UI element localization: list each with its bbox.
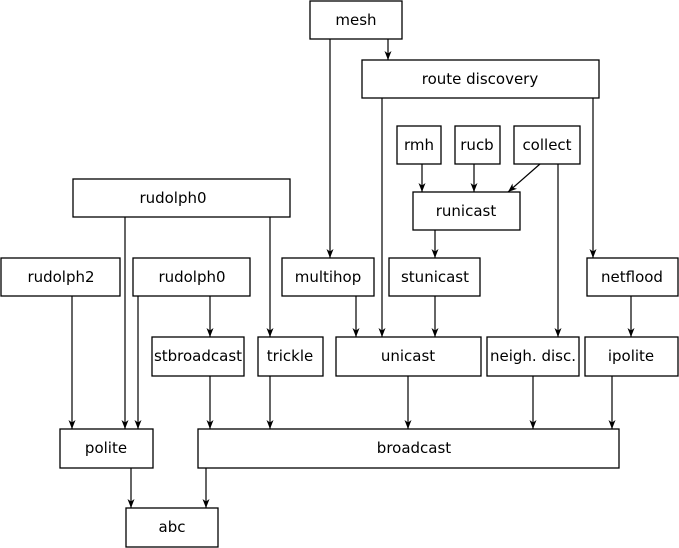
node-label: multihop xyxy=(295,268,362,286)
node-netflood: netflood xyxy=(586,257,679,297)
edges-layer xyxy=(68,39,635,508)
node-label: rudolph0 xyxy=(158,268,225,286)
node-mesh: mesh xyxy=(309,0,403,40)
node-label: collect xyxy=(522,136,571,154)
node-label: mesh xyxy=(335,11,376,29)
node-label: route discovery xyxy=(422,70,539,88)
node-unicast: unicast xyxy=(335,336,482,377)
node-collect: collect xyxy=(513,125,581,165)
node-label: netflood xyxy=(601,268,663,286)
node-label: runicast xyxy=(436,202,497,220)
node-label: broadcast xyxy=(377,439,452,457)
node-label: ipolite xyxy=(608,347,654,365)
node-rudolph2: rudolph2 xyxy=(0,257,121,297)
node-label: abc xyxy=(159,518,186,536)
node-stbroadcast: stbroadcast xyxy=(151,336,245,377)
node-label: stunicast xyxy=(401,268,469,286)
node-rmh: rmh xyxy=(396,125,442,165)
node-abc: abc xyxy=(125,507,219,548)
node-label: rudolph2 xyxy=(27,268,94,286)
node-label: rmh xyxy=(404,136,434,154)
node-multihop: multihop xyxy=(281,257,375,297)
node-rucb: rucb xyxy=(454,125,501,165)
node-label: rucb xyxy=(460,136,493,154)
node-label: trickle xyxy=(267,347,314,365)
node-label: stbroadcast xyxy=(154,347,242,365)
node-label: rudolph0 xyxy=(139,189,206,207)
node-rudolph0: rudolph0 xyxy=(132,257,251,297)
edge-collect-to-runicast xyxy=(507,163,541,193)
node-trickle: trickle xyxy=(257,336,324,377)
node-label: neigh. disc. xyxy=(490,347,576,365)
node-neigh-disc: neigh. disc. xyxy=(486,336,580,377)
node-broadcast: broadcast xyxy=(197,428,620,469)
node-runicast: runicast xyxy=(412,191,521,231)
node-ipolite: ipolite xyxy=(584,336,679,377)
node-label: polite xyxy=(85,439,127,457)
node-polite: polite xyxy=(59,428,154,469)
node-route-discovery: route discovery xyxy=(361,59,600,99)
node-stunicast: stunicast xyxy=(388,257,481,297)
node-rudolph0-top: rudolph0 xyxy=(72,178,291,218)
node-label: unicast xyxy=(381,347,435,365)
